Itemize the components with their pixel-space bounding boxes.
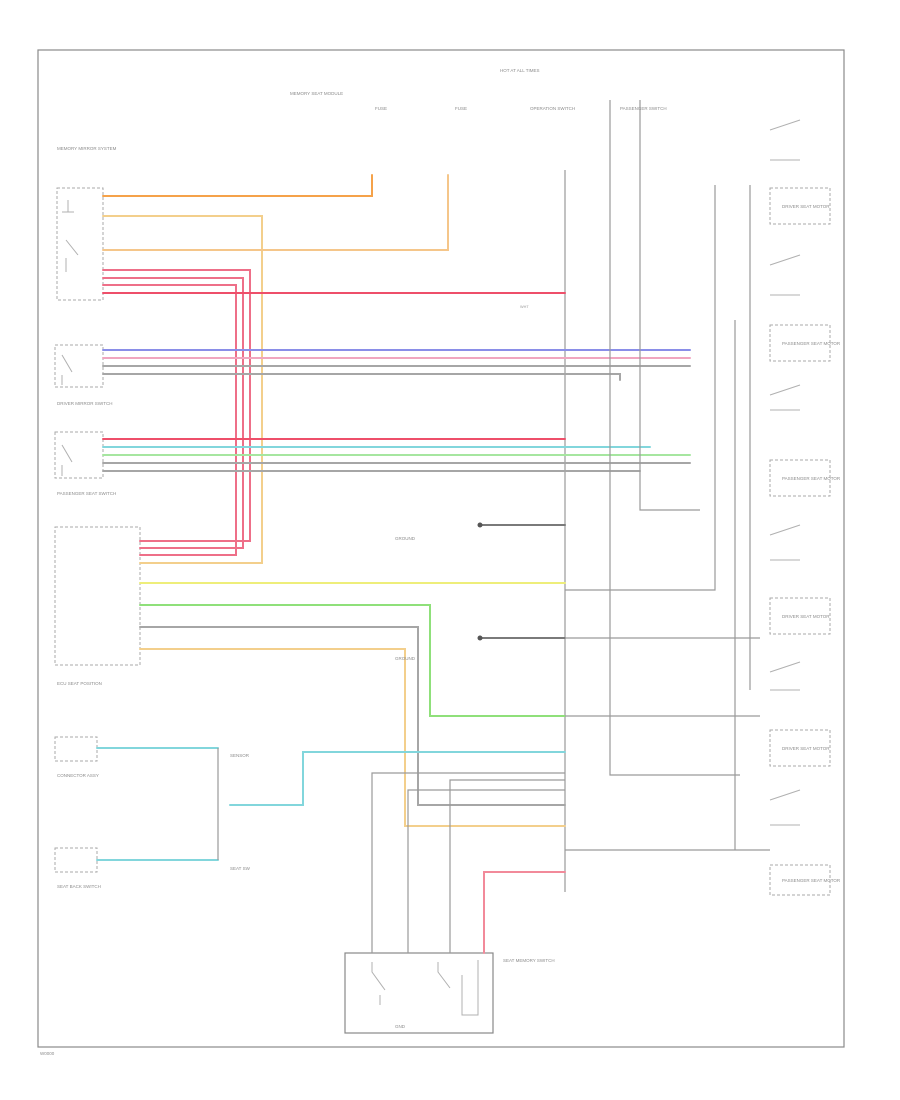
seat-back-sensor-box-2	[54, 847, 98, 873]
memory-seat-module-box	[56, 187, 104, 301]
wire-pink-3	[102, 284, 237, 556]
label-left-4: ECU SEAT POSITION	[57, 681, 102, 686]
label-sensor: SENSOR	[230, 753, 250, 758]
right-bus-1	[609, 100, 740, 776]
switch-feed-2	[407, 789, 565, 953]
right-switch-3	[769, 384, 801, 411]
motor-box-6	[769, 864, 831, 896]
label-top-a: MEMORY SEAT MODULE	[290, 91, 343, 96]
ground-point-2	[477, 635, 483, 641]
wire-gray-ecu	[139, 626, 566, 806]
wire-pink-1	[102, 269, 251, 542]
mirror-switch-graphic	[61, 354, 73, 385]
label-left-1: MEMORY MIRROR SYSTEM	[57, 146, 117, 151]
label-right-1: DRIVER SEAT MOTOR	[782, 204, 830, 209]
motor-box-2	[769, 324, 831, 362]
passenger-switch-graphic	[61, 444, 73, 476]
label-left-3: PASSENGER SEAT SWITCH	[57, 491, 116, 496]
ecu-seat-position-box	[54, 526, 141, 666]
motor-box-5	[769, 729, 831, 767]
wire-orange-top	[102, 174, 373, 197]
label-left-6: SEAT BACK SWITCH	[57, 884, 101, 889]
wire-red-switch	[483, 871, 566, 954]
right-bus-2	[639, 100, 700, 511]
right-switch-1	[769, 119, 801, 161]
footer-code: W0000	[40, 1051, 55, 1056]
wire-pink-2	[102, 277, 244, 549]
module-switch	[62, 200, 79, 272]
right-switch-6	[769, 789, 801, 826]
label-left-2: DRIVER MIRROR SWITCH	[57, 401, 113, 406]
label-sub-1: SEAT SW	[230, 866, 251, 871]
label-right-4: DRIVER SEAT MOTOR	[782, 614, 830, 619]
label-bottom: SEAT MEMORY SWITCH	[503, 958, 555, 963]
label-top-f: PASSENGER SWITCH	[620, 106, 667, 111]
label-mid-2: GROUND	[395, 656, 416, 661]
ground-point-1	[477, 522, 483, 528]
switch-feed-3	[449, 779, 565, 953]
label-top-e: OPERATION SWITCH	[530, 106, 575, 111]
right-switch-5	[769, 661, 801, 691]
motor-box-4	[769, 597, 831, 635]
diagram-frame	[37, 49, 845, 1048]
memory-switch-graphic	[371, 960, 479, 1016]
motor-box-1	[769, 187, 831, 225]
label-top-d: FUSE	[455, 106, 467, 111]
label-bottom-gnd: GND	[395, 1024, 406, 1029]
label-left-5: CONNECTOR ASSY	[57, 773, 99, 778]
right-switch-2	[769, 254, 801, 296]
right-switch-4	[769, 524, 801, 561]
motor-box-3	[769, 459, 831, 497]
wire-gray-bus-2	[102, 373, 621, 381]
switch-feed-1	[371, 772, 565, 953]
label-mid-1: GROUND	[395, 536, 416, 541]
right-bus-3	[565, 185, 716, 591]
seat-memory-switch-box	[344, 952, 494, 1034]
label-right-2: PASSENGER SEAT MOTOR	[782, 341, 841, 346]
wire-tan-module	[102, 215, 263, 564]
wire-green-ecu	[139, 604, 566, 717]
label-right-6: PASSENGER SEAT MOTOR	[782, 878, 841, 883]
wire-tan-ecu	[139, 648, 566, 827]
label-top-c: FUSE	[375, 106, 387, 111]
wire-orange-fuse	[102, 174, 449, 251]
label-right-5: DRIVER SEAT MOTOR	[782, 746, 830, 751]
wire-code-label: WHT	[520, 305, 529, 309]
wire-cyan-mid	[229, 751, 566, 806]
label-right-3: PASSENGER SEAT MOTOR	[782, 476, 841, 481]
seat-back-sensor-box-1	[54, 736, 98, 762]
label-top-b: HOT AT ALL TIMES	[500, 68, 540, 73]
